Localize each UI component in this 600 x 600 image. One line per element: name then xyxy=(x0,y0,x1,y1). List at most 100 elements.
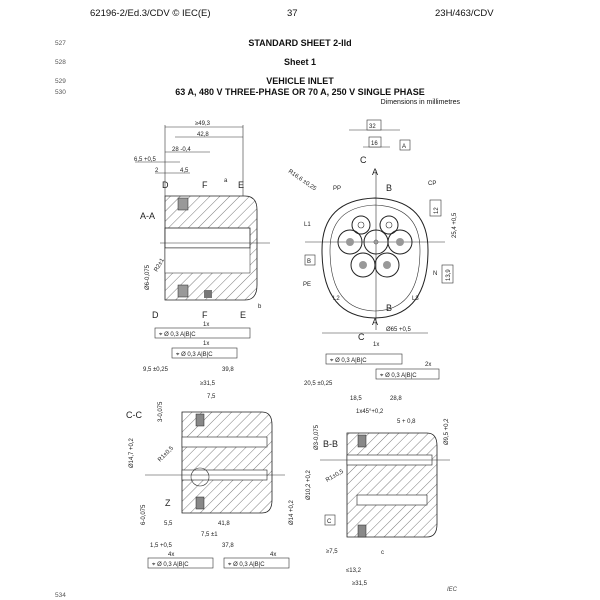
dim-label: 28,8 xyxy=(390,396,402,402)
dim-label: 32 xyxy=(369,124,376,130)
section-label: C-C xyxy=(126,410,142,420)
dim-label: ≥49,3 xyxy=(195,121,211,127)
dim-label: R2±1 xyxy=(154,257,167,273)
dim-label: 16 xyxy=(371,141,378,147)
count-label: 1x xyxy=(373,342,379,348)
cut-label: B xyxy=(386,183,392,193)
pin-label: L3 xyxy=(412,296,419,302)
dim-label: R16,6 ±0,25 xyxy=(287,169,318,193)
pin-label: PP xyxy=(333,186,341,192)
dim-label: Ø65 +0,5 xyxy=(386,327,412,333)
dim-label: 5 + 0,8 xyxy=(397,419,416,425)
dim-label: 7,5 xyxy=(207,394,216,400)
dim-label: Ø3-0,075 xyxy=(314,424,320,450)
line-number: 527 xyxy=(55,40,66,47)
note-label: a xyxy=(224,178,228,184)
pin-label: PE xyxy=(303,282,311,288)
dim-label: 18,5 xyxy=(350,396,362,402)
line-number: 534 xyxy=(55,592,66,599)
pin-l2 xyxy=(350,252,376,278)
dim-label: 41,8 xyxy=(218,521,230,527)
dim-label: 6-0,075 xyxy=(141,504,147,525)
iec-mark: IEC xyxy=(447,587,458,593)
dim-label: 12 xyxy=(434,207,440,214)
dim-label: 6,5 +0,5 xyxy=(134,157,157,163)
dim-label: 5,5 xyxy=(164,521,173,527)
pin-label: L1 xyxy=(304,222,311,228)
dim-label: 3-0,075 xyxy=(158,401,164,422)
cut-label: E xyxy=(238,180,244,190)
standard-sheet-title: STANDARD SHEET 2-IId xyxy=(248,38,352,48)
cut-label: F xyxy=(202,310,208,320)
sheet-title: Sheet 1 xyxy=(283,57,316,67)
line-number: 530 xyxy=(55,89,66,96)
dim-label: Ø9,5 +0,2 xyxy=(444,418,450,445)
dim-label: 7,5 ±1 xyxy=(201,532,218,538)
detail-label: Z xyxy=(165,498,171,508)
datum-label: C xyxy=(327,519,332,525)
dim-label: Ø10,2 +0,2 xyxy=(306,469,312,500)
cut-label: A xyxy=(372,317,378,327)
pin-n xyxy=(387,229,413,255)
tolerance-frame-text: ⌖ Ø 0,3 A|B|C xyxy=(380,373,417,379)
count-label: 1x xyxy=(203,341,209,347)
dim-label: Ø14,7 +0,2 xyxy=(129,437,135,468)
dim-label: 9,5 ±0,25 xyxy=(143,367,169,373)
cut-label: D xyxy=(152,310,159,320)
pin-label: CP xyxy=(428,181,436,187)
datum-label: A xyxy=(402,144,406,150)
tolerance-frame-text: ⌖ Ø 0,3 A|B|C xyxy=(176,352,213,358)
cut-label: F xyxy=(202,180,208,190)
pin-label: L2 xyxy=(333,296,340,302)
dim-label: ≤13,2 xyxy=(346,568,362,574)
line-number: 529 xyxy=(55,78,66,85)
dim-label: 28 -0,4 xyxy=(172,147,191,153)
cut-label: D xyxy=(162,180,169,190)
dim-label: R1±0,5 xyxy=(157,445,175,463)
dim-label: 2 xyxy=(155,168,159,174)
dim-label: R1±0,5 xyxy=(325,469,345,484)
pin-l3 xyxy=(374,252,400,278)
tolerance-frame-text: ⌖ Ø 0,3 A|B|C xyxy=(228,562,265,568)
datum-label: B xyxy=(307,259,311,265)
count-label: 4x xyxy=(168,552,174,558)
header-document-id: 62196-2/Ed.3/CDV © IEC(E) xyxy=(90,8,211,19)
note-label: b xyxy=(258,304,262,310)
dim-label: ≥31,5 xyxy=(200,381,216,387)
section-label: A-A xyxy=(140,211,155,221)
cut-label: E xyxy=(240,310,246,320)
dim-label: 42,8 xyxy=(197,132,209,138)
dim-label: ≥31,5 xyxy=(352,581,368,587)
dim-label: 37,8 xyxy=(222,543,234,549)
section-view-b-b: 2x ⌖ Ø 0,3 A|B|C B-B 20,5 ±0,25 18,5 28,… xyxy=(304,362,450,587)
dimensions-note: Dimensions in millimetres xyxy=(380,99,460,106)
count-label: 1x xyxy=(203,322,209,328)
section-view-a-a: ≥49,3 42,8 28 -0,4 6,5 +0,5 2 4,5 Ø6-0,0… xyxy=(134,121,270,339)
pin-l1 xyxy=(337,229,363,255)
cut-label: A xyxy=(372,167,378,177)
dim-label: 20,5 ±0,25 xyxy=(304,381,333,387)
line-number: 528 xyxy=(55,59,66,66)
cut-label: B xyxy=(386,303,392,313)
cut-label: C xyxy=(360,155,367,165)
dim-label: 39,8 xyxy=(222,367,234,373)
header-committee-ref: 23H/463/CDV xyxy=(435,8,494,19)
product-title: VEHICLE INLET xyxy=(266,76,334,86)
note-label: c xyxy=(381,550,384,556)
dim-label: Ø6-0,075 xyxy=(145,264,151,290)
pin-pp xyxy=(351,215,371,235)
tolerance-frame-text: ⌖ Ø 0,3 A|B|C xyxy=(159,332,196,338)
front-view: 32 16 R16,6 ±0,25 12 25,4 +0,5 13,9 Ø65 … xyxy=(287,119,458,365)
dim-label: ≥7,5 xyxy=(326,549,338,555)
rating-title: 63 A, 480 V THREE-PHASE OR 70 A, 250 V S… xyxy=(175,87,425,97)
dim-label: 1x45°+0,2 xyxy=(356,409,384,415)
dim-label: 13,9 xyxy=(446,269,452,281)
pin-label: N xyxy=(433,271,437,277)
header-page-number: 37 xyxy=(287,8,298,19)
tolerance-frame-text: ⌖ Ø 0,3 A|B|C xyxy=(330,358,367,364)
tolerance-frame-text: ⌖ Ø 0,3 A|B|C xyxy=(152,562,189,568)
section-view-c-c: 1x ⌖ Ø 0,3 A|B|C C-C Z 9,5 ±0,25 39,8 ≥3… xyxy=(126,341,295,569)
dim-label: 1,5 +0,5 xyxy=(150,543,173,549)
pin-cp xyxy=(379,215,399,235)
